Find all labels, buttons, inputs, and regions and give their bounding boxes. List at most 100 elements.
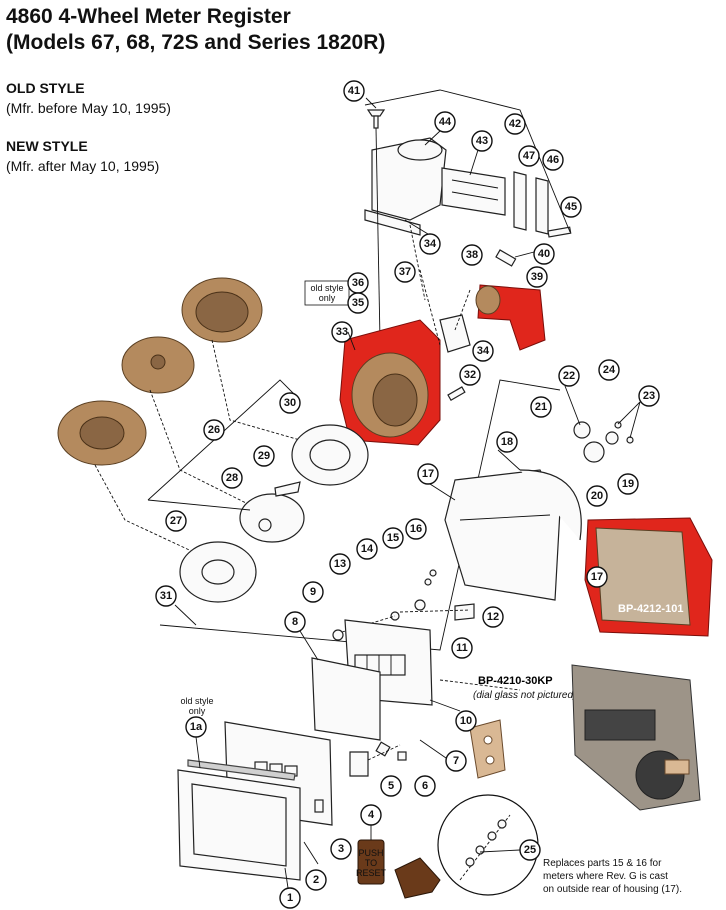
callout-21: 21	[530, 396, 552, 418]
svg-text:4: 4	[368, 809, 375, 821]
callout-11: 11	[451, 637, 473, 659]
svg-text:22: 22	[563, 370, 575, 382]
svg-text:39: 39	[531, 271, 543, 283]
replaces-note: Replaces parts 15 & 16 for meters where …	[543, 858, 682, 895]
svg-text:16: 16	[410, 523, 422, 535]
gear-housing-part-44	[364, 137, 447, 236]
callout-2: 2	[305, 869, 327, 891]
old-style-only-label-top: old style only	[304, 280, 350, 306]
svg-text:33: 33	[336, 326, 348, 338]
callout-40: 40	[533, 243, 555, 265]
callout-5: 5	[380, 775, 402, 797]
bracket-part-7	[469, 719, 506, 779]
washer-part-6	[397, 751, 407, 761]
callout-10: 10	[455, 710, 477, 732]
callout-45: 45	[560, 196, 582, 218]
svg-text:TO: TO	[365, 858, 377, 868]
callout-16: 16	[405, 518, 427, 540]
callout-44: 44	[434, 111, 456, 133]
callout-26: 26	[203, 419, 225, 441]
knob-part-41	[366, 109, 386, 129]
svg-text:31: 31	[160, 590, 172, 602]
svg-text:34: 34	[477, 345, 490, 357]
callout-24: 24	[598, 359, 620, 381]
screw-part-32	[447, 386, 466, 402]
svg-text:PUSH: PUSH	[358, 848, 383, 858]
svg-text:2: 2	[313, 874, 319, 886]
svg-text:26: 26	[208, 424, 220, 436]
callout-3: 3	[330, 838, 352, 860]
svg-text:only: only	[319, 293, 336, 303]
callout-34-mid: 34	[472, 340, 494, 362]
disc-part-30	[291, 424, 369, 486]
new-style-date: (Mfr. after May 10, 1995)	[6, 158, 160, 174]
callout-23: 23	[638, 385, 660, 407]
old-style-heading: OLD STYLE	[6, 80, 85, 96]
svg-text:46: 46	[547, 154, 559, 166]
callout-1: 1	[279, 887, 301, 909]
svg-text:29: 29	[258, 450, 270, 462]
bronze-disc-top	[181, 277, 263, 343]
callout-36: 36	[347, 272, 369, 294]
elbow-part-39	[475, 284, 546, 351]
callout-42: 42	[504, 113, 526, 135]
svg-text:37: 37	[399, 266, 411, 278]
svg-text:23: 23	[643, 390, 655, 402]
callout-8: 8	[284, 611, 306, 633]
block-part-4	[349, 751, 369, 777]
svg-text:34: 34	[424, 238, 437, 250]
svg-text:13: 13	[334, 558, 346, 570]
case-part-17	[444, 469, 561, 601]
title-line-2: (Models 67, 68, 72S and Series 1820R)	[6, 31, 386, 54]
svg-text:47: 47	[523, 150, 535, 162]
svg-text:19: 19	[622, 478, 634, 490]
callout-37: 37	[394, 261, 416, 283]
svg-text:1: 1	[287, 892, 293, 904]
screw-part-31	[174, 604, 197, 626]
callout-7: 7	[445, 750, 467, 772]
callout-31: 31	[155, 585, 177, 607]
svg-text:1a: 1a	[190, 721, 203, 733]
svg-text:15: 15	[387, 532, 399, 544]
svg-text:7: 7	[453, 755, 459, 767]
new-style-heading: NEW STYLE	[6, 138, 88, 154]
disc-part-28	[239, 493, 305, 543]
old-style-only-label-bottom: old style only	[180, 696, 213, 716]
callout-39: 39	[526, 266, 548, 288]
push-to-reset-button-part: PUSH TO RESET	[356, 839, 387, 885]
callout-6: 6	[414, 775, 436, 797]
glass-part-1a	[187, 759, 296, 781]
svg-text:BP-4210-30KP: BP-4210-30KP	[478, 675, 553, 687]
svg-text:36: 36	[352, 277, 364, 289]
small-parts-9-16	[332, 569, 475, 641]
spring-part-5	[375, 741, 391, 757]
svg-text:27: 27	[170, 515, 182, 527]
disc-part-27	[179, 541, 257, 603]
callout-29: 29	[253, 445, 275, 467]
callout-32: 32	[459, 364, 481, 386]
page-title: 4860 4-Wheel Meter Register (Models 67, …	[6, 4, 385, 56]
ring-part-18	[519, 469, 582, 541]
callout-47: 47	[518, 145, 540, 167]
svg-text:10: 10	[460, 715, 472, 727]
housing-photo-bp-4212-101: BP-4212-101	[584, 517, 713, 637]
callout-4: 4	[360, 804, 382, 826]
svg-text:on outside rear of housing (17: on outside rear of housing (17).	[543, 884, 682, 895]
svg-text:BP-4212-101: BP-4212-101	[618, 603, 683, 615]
svg-text:44: 44	[439, 116, 452, 128]
svg-text:RESET: RESET	[356, 868, 387, 878]
svg-text:5: 5	[388, 780, 394, 792]
screw-part-45	[547, 226, 572, 238]
svg-text:43: 43	[476, 135, 488, 147]
svg-text:9: 9	[310, 586, 316, 598]
bp-4210-30kp-label: BP-4210-30KP (dial glass not pictured)	[473, 675, 576, 701]
callout-9: 9	[302, 581, 324, 603]
svg-text:42: 42	[509, 118, 521, 130]
svg-text:35: 35	[352, 297, 364, 309]
bracket-part-47	[513, 171, 527, 231]
svg-text:6: 6	[422, 780, 428, 792]
svg-text:25: 25	[524, 844, 536, 856]
callout-22: 22	[558, 365, 580, 387]
old-style-date: (Mfr. before May 10, 1995)	[6, 100, 171, 116]
frame-part-1	[177, 769, 301, 881]
